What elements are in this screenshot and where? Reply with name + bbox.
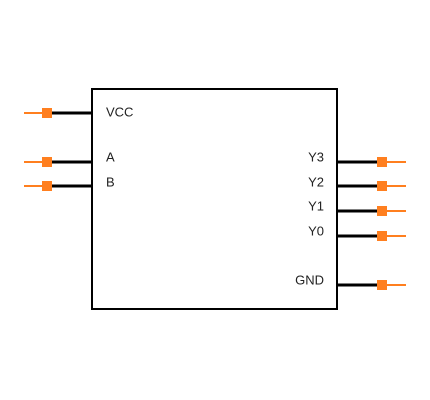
pin-connector-icon[interactable] [377, 206, 387, 216]
pin-connector-icon[interactable] [377, 157, 387, 167]
pin-connector-icon[interactable] [42, 108, 52, 118]
pin-label-y3: Y3 [308, 149, 324, 164]
pin-label-y1: Y1 [308, 198, 324, 213]
pin-label-b: B [106, 174, 115, 189]
pin-label-y0: Y0 [308, 223, 324, 238]
pin-vcc[interactable]: VCC [24, 104, 133, 119]
pin-label-y2: Y2 [308, 174, 324, 189]
pin-y3[interactable]: Y3 [308, 149, 406, 167]
pin-label-a: A [106, 149, 115, 164]
pin-label-gnd: GND [295, 272, 324, 287]
pin-label-vcc: VCC [106, 104, 133, 119]
component-body [91, 88, 338, 310]
pin-y2[interactable]: Y2 [308, 174, 406, 191]
pin-b[interactable]: B [24, 174, 115, 191]
pin-connector-icon[interactable] [377, 231, 387, 241]
pin-a[interactable]: A [24, 149, 115, 167]
pin-y0[interactable]: Y0 [308, 223, 406, 241]
pin-connector-icon[interactable] [42, 157, 52, 167]
pin-gnd[interactable]: GND [295, 272, 406, 290]
pin-connector-icon[interactable] [377, 280, 387, 290]
pin-connector-icon[interactable] [42, 181, 52, 191]
pin-y1[interactable]: Y1 [308, 198, 406, 216]
pin-connector-icon[interactable] [377, 181, 387, 191]
